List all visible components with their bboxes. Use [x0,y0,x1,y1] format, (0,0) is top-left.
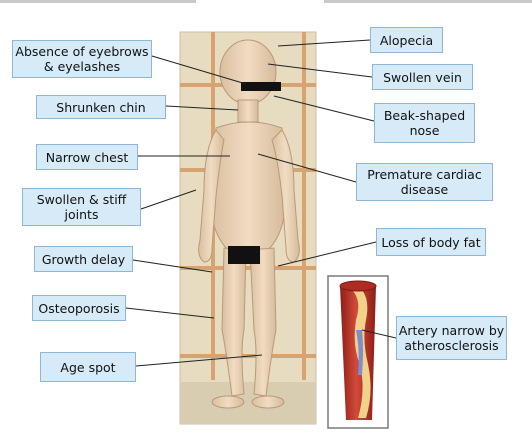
label-swollen-vein: Swollen vein [372,64,473,90]
label-narrow-chest: Narrow chest [36,144,138,170]
leader-chin [165,105,239,111]
patient-photo [179,31,317,425]
leader-artery [361,329,397,339]
label-alopecia: Alopecia [370,27,443,53]
leader-osteoporosis [125,307,215,319]
leader-nose [273,95,375,122]
child-figure [198,39,300,409]
label-swollen-stiff-joints: Swollen & stiff joints [22,188,141,226]
label-premature-cardiac-disease: Premature cardiac disease [356,163,493,201]
artery-inset [327,275,389,429]
eye-censor-bar [241,82,281,91]
label-osteoporosis: Osteoporosis [32,295,126,321]
leader-vein [267,63,373,78]
label-beak-shaped-nose: Beak-shaped nose [374,103,475,143]
body-censor-bar [228,246,260,264]
leader-eyebrows [151,55,247,85]
label-growth-delay: Growth delay [34,246,133,272]
leader-lines [125,39,397,367]
label-loss-of-body-fat: Loss of body fat [376,228,486,256]
leader-cardiac [257,153,357,183]
top-divider-right [324,0,532,3]
leader-joints [140,189,197,210]
label-age-spot: Age spot [40,352,136,382]
label-shrunken-chin: Shrunken chin [36,95,166,119]
top-divider-left [0,0,196,3]
label-artery-narrow: Artery narrow by atherosclerosis [396,316,507,360]
leader-fat [277,241,377,267]
leader-age-spot [135,354,263,367]
leader-alopecia [277,39,371,47]
leader-growth [132,259,213,273]
label-absence-of-eyebrows: Absence of eyebrows & eyelashes [12,40,152,78]
